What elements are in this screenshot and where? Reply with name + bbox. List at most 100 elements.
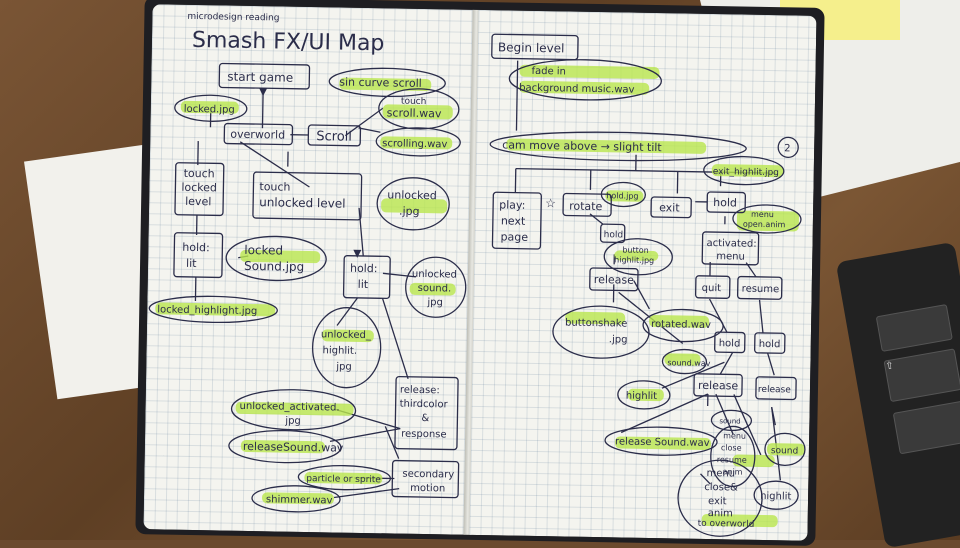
oval-sound-wav xyxy=(661,348,708,375)
node-close-exit-line3: exit xyxy=(708,496,727,507)
node-release-line3: & xyxy=(421,413,429,424)
hl-unlocked-jpg xyxy=(381,198,448,214)
key-ctrl xyxy=(892,400,960,455)
arrow-down-icon xyxy=(353,249,362,258)
box-touch-unlocked-level xyxy=(252,171,363,221)
hl-sound-right xyxy=(766,443,805,456)
box-release-quit xyxy=(693,373,743,398)
hl-release-sound xyxy=(240,439,325,454)
oval-unlocked-highlit xyxy=(311,307,382,389)
hl-menu-close xyxy=(732,454,775,468)
node-hold-exit: hold xyxy=(713,196,737,209)
oval-highlit xyxy=(617,380,671,410)
node-release-line4: response xyxy=(401,429,447,441)
oval-highlit-right xyxy=(753,480,799,510)
node-menu-open-line2: open.anim xyxy=(743,220,786,230)
hl-background-music xyxy=(519,80,650,95)
node-hold-quit: hold xyxy=(719,338,741,349)
node-release-resume: release xyxy=(758,385,791,396)
page-subtitle: microdesign reading xyxy=(187,12,279,24)
hl-locked-sound xyxy=(240,249,321,264)
hl-highlit xyxy=(627,388,664,402)
node-unlocked-highlit-line3: jpg xyxy=(335,361,352,372)
left-page-diagram: microdesign reading Smash FX/UI Map star… xyxy=(148,12,467,513)
oval-touch-scroll-wav xyxy=(378,88,460,130)
oval-menu-open xyxy=(732,204,802,234)
arrow-down-icon xyxy=(259,88,268,97)
node-cam-move: cam move above → slight tilt xyxy=(502,138,662,154)
node-activated-line2: menu xyxy=(716,251,745,262)
page-number: 2 xyxy=(784,143,791,154)
node-hold-lit-left-line1: hold: xyxy=(182,241,210,254)
oval-shimmer xyxy=(251,485,341,513)
node-release-sound-wav: release Sound.wav xyxy=(615,436,710,449)
box-rotate xyxy=(562,192,612,217)
oval-rotated-wav xyxy=(642,308,724,343)
box-hold-exit xyxy=(706,191,747,214)
box-release-thirdcolor xyxy=(394,375,459,451)
node-unlocked-highlit-line1: unlocked_ xyxy=(321,329,372,341)
node-unlocked-highlit-line2: highlit. xyxy=(322,345,357,357)
hl-scroll-wav xyxy=(382,104,453,120)
node-overworld: overworld xyxy=(230,128,285,142)
node-release-rotate: release xyxy=(594,273,635,287)
box-hold-lit-left xyxy=(173,232,224,279)
node-unlocked-sound-line1: unlocked xyxy=(412,269,457,281)
oval-locked-jpg xyxy=(174,94,248,122)
node-unlocked-sound-line2: sound. xyxy=(418,283,452,295)
node-highlit: highlit xyxy=(626,391,658,403)
hl-buttonshake xyxy=(565,311,626,325)
node-buttonshake-line1: buttonshake xyxy=(565,317,627,329)
node-touch-locked-line2: locked xyxy=(181,181,217,195)
circle-page-number xyxy=(777,136,799,159)
node-locked-sound-line1: locked xyxy=(244,243,283,258)
node-release-quit: release xyxy=(698,379,739,393)
node-hold-rotate: hold xyxy=(604,230,624,240)
node-resume: resume xyxy=(742,284,780,296)
hl-to-overworld xyxy=(701,513,778,528)
node-scroll-wav: scroll.wav xyxy=(387,106,442,120)
box-hold-quit xyxy=(714,331,746,354)
left-node-shapes xyxy=(148,62,467,513)
hl-scrolling-wav xyxy=(380,136,453,150)
oval-cam-move xyxy=(489,131,747,162)
star-icon: ☆ xyxy=(545,196,556,210)
box-exit xyxy=(650,196,692,219)
oval-release-sound xyxy=(228,429,342,464)
node-touch-unlocked-line2: unlocked level xyxy=(259,195,346,211)
oval-unlocked-sound xyxy=(405,256,467,318)
node-secondary-line1: secondary xyxy=(402,469,454,481)
oval-menu-close-resume xyxy=(710,425,756,488)
node-sound-small: sound xyxy=(719,417,740,425)
node-buttonshake-line2: .jpg xyxy=(609,334,628,345)
node-unlocked-sound-line3: jpg xyxy=(426,297,443,308)
node-unlocked-jpg-line2: .jpg xyxy=(399,205,420,218)
hl-locked-jpg xyxy=(180,100,239,114)
hl-sound-wav xyxy=(664,353,701,366)
right-node-shapes xyxy=(489,33,806,537)
hl-particle xyxy=(304,472,383,485)
node-hold-lit-center-line1: hold: xyxy=(350,262,378,275)
node-release-line2: thirdcolor xyxy=(400,399,449,411)
node-touch-label: touch xyxy=(401,97,427,107)
right-connectors xyxy=(514,60,782,485)
notebook: microdesign reading Smash FX/UI Map star… xyxy=(135,0,825,546)
hl-exit-highlit xyxy=(711,164,784,178)
hl-fade-in xyxy=(519,64,660,80)
box-begin-level xyxy=(491,33,579,61)
node-sin-curve-scroll: sin curve scroll xyxy=(339,76,422,90)
oval-unlocked-activated xyxy=(230,389,357,431)
oval-scrolling-wav xyxy=(375,127,461,157)
node-close-exit-line5: to overworld xyxy=(698,519,755,530)
node-start-game: start game xyxy=(227,70,293,85)
node-release-sound: releaseSound.wav xyxy=(243,440,344,455)
node-rotated-wav: rotated.wav xyxy=(651,319,711,331)
node-button-highlit-line1: button xyxy=(622,245,649,254)
node-close-exit-line1: menu xyxy=(706,468,735,479)
hl-unlocked-activated xyxy=(235,401,354,416)
box-activated-menu xyxy=(701,231,760,266)
node-hold-jpg: hold.jpg xyxy=(606,191,638,201)
box-touch-locked-level xyxy=(174,162,225,217)
node-touch-locked-line3: level xyxy=(185,195,211,208)
hl-hold-jpg xyxy=(605,190,644,202)
